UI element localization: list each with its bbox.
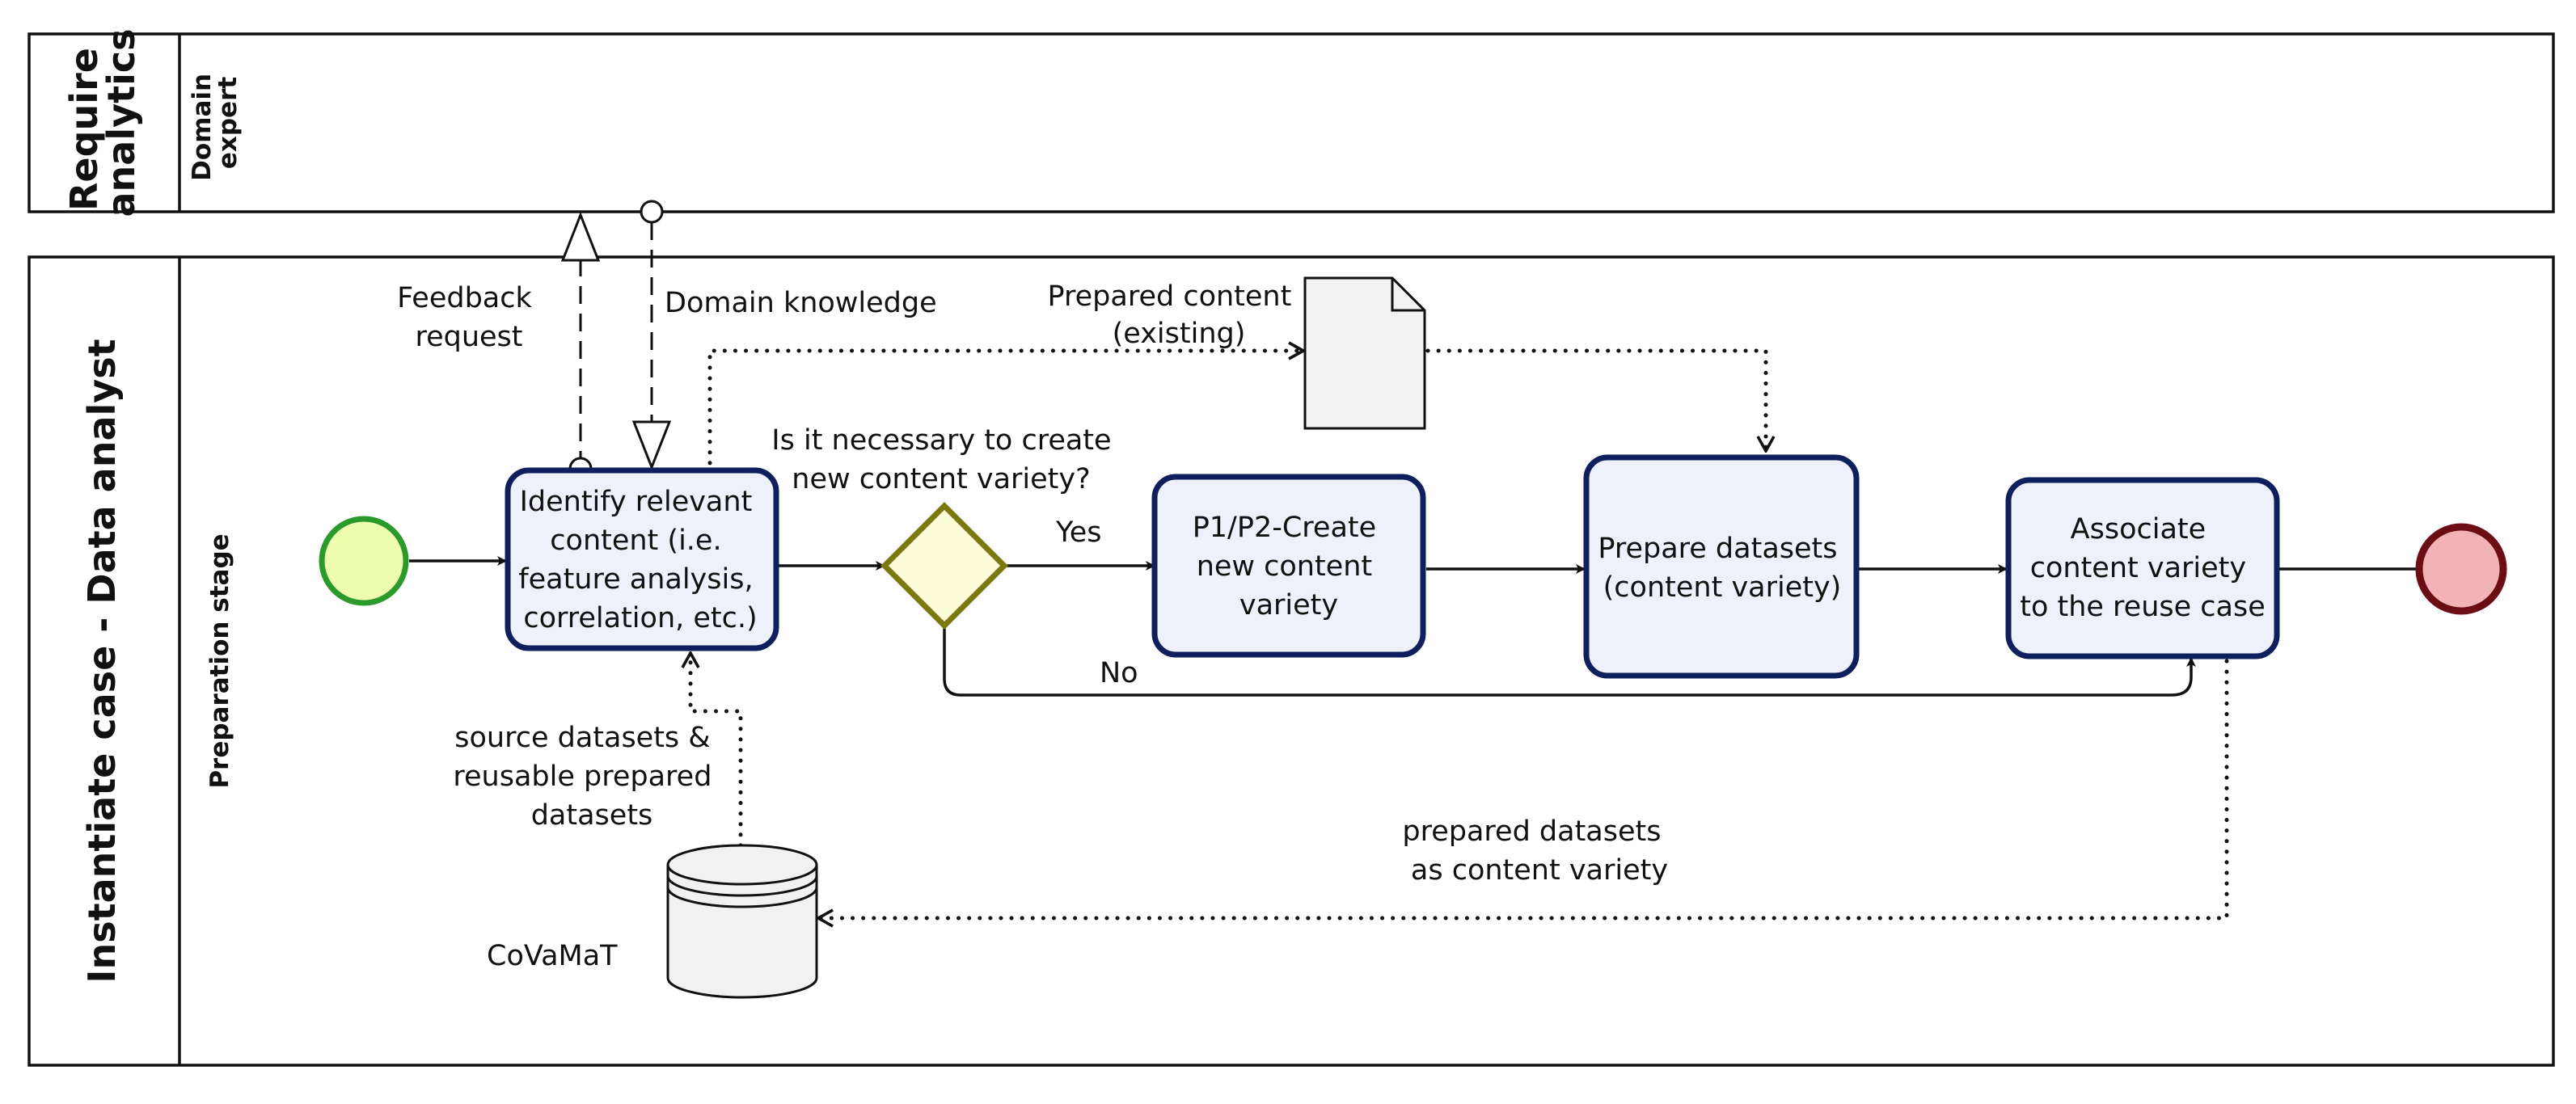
exclusive-gateway[interactable] xyxy=(880,502,1008,630)
domain-knowledge-label: Domain knowledge xyxy=(665,287,937,319)
pool-instantiate-case: Instantiate case - Data analyst Preparat… xyxy=(27,255,2555,1067)
task-prepare-label: Prepare datasets (content variety) xyxy=(1598,533,1846,604)
gateway-yes-label: Yes xyxy=(1055,516,1102,549)
task-create-content-variety[interactable]: P1/P2-Create new content variety xyxy=(1151,474,1426,658)
pool-title-instantiate-case: Instantiate case - Data analyst xyxy=(80,339,124,983)
task-create-label: P1/P2-Create new content variety xyxy=(1193,512,1386,622)
task-prepare-datasets[interactable]: Prepare datasets (content variety) xyxy=(1583,454,1860,679)
covamat-data-store[interactable] xyxy=(666,844,818,999)
task-associate-label: Associate content variety to the reuse c… xyxy=(2020,513,2266,623)
gateway-question-label: Is it necessary to create new content va… xyxy=(771,424,1120,495)
prepared-content-label: Prepared content (existing) xyxy=(1048,280,1301,350)
lane-title-domain-expert: Domain expert xyxy=(188,65,243,181)
task-identify-label: Identify relevant content (i.e. feature … xyxy=(518,486,762,634)
task-associate-content-variety[interactable]: Associate content variety to the reuse c… xyxy=(2005,477,2280,659)
feedback-request-label: Feedback request xyxy=(397,282,541,353)
association-identify-to-prepared-content xyxy=(707,351,1306,476)
source-datasets-label: source datasets & reusable prepared data… xyxy=(453,722,720,832)
message-flow-domain-knowledge[interactable] xyxy=(631,200,672,471)
pool-title-require-analytics: Require analytics xyxy=(62,29,143,217)
flow-gateway-no xyxy=(943,624,2196,697)
association-prepared-content-to-prepare-datasets xyxy=(1425,348,1766,453)
start-event[interactable] xyxy=(319,516,409,606)
gateway-no-label: No xyxy=(1100,657,1138,689)
prepared-content-document[interactable] xyxy=(1303,276,1426,430)
pool-require-analytics: Require analytics Domain expert xyxy=(27,29,2555,217)
task-identify-relevant-content[interactable]: Identify relevant content (i.e. feature … xyxy=(505,467,779,651)
covamat-label: CoVaMaT xyxy=(487,940,618,972)
association-associate-to-covamat xyxy=(816,659,2229,918)
lane-title-preparation-stage: Preparation stage xyxy=(205,533,234,788)
prepared-datasets-label: prepared datasets as content variety xyxy=(1402,815,1670,887)
association-covamat-to-identify xyxy=(690,651,743,848)
message-flow-feedback-request[interactable] xyxy=(560,211,601,481)
end-event[interactable] xyxy=(2415,523,2507,615)
